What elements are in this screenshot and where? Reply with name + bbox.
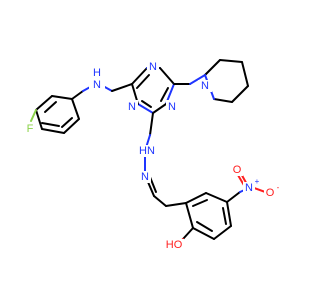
hydroxyl-label: HO [166,239,183,251]
triazine-n-top-label: N [149,61,157,73]
hydrazone-nh-label: HN [139,145,155,157]
triazine-n-left-label: N [128,101,136,113]
amine-h-label: H [93,67,101,79]
molecule-canvas: F N H N N N N HN N N + O O - HO [26,59,280,251]
amine-n-label: N [93,79,101,91]
nitrophenol-ring [185,192,232,240]
fluorophenyl-ring [30,90,84,134]
piperidine-n-label: N [201,80,209,92]
nitro-minus-charge-label: - [277,183,280,192]
molecule-structure: F N H N N N N HN N N + O O - HO [26,59,280,251]
nitro-o-right-label: O [266,187,275,199]
nitro-n-label: N [245,182,253,194]
hydrazone-chain [144,112,187,207]
fluorine-label: F [27,123,34,135]
piperidine-ring [173,59,249,103]
triazine-n-bottom-label: N [168,101,176,113]
hydrazone-n-label: N [141,171,149,183]
nitro-o-top-label: O [233,164,242,176]
nitro-plus-charge-label: + [255,177,260,186]
